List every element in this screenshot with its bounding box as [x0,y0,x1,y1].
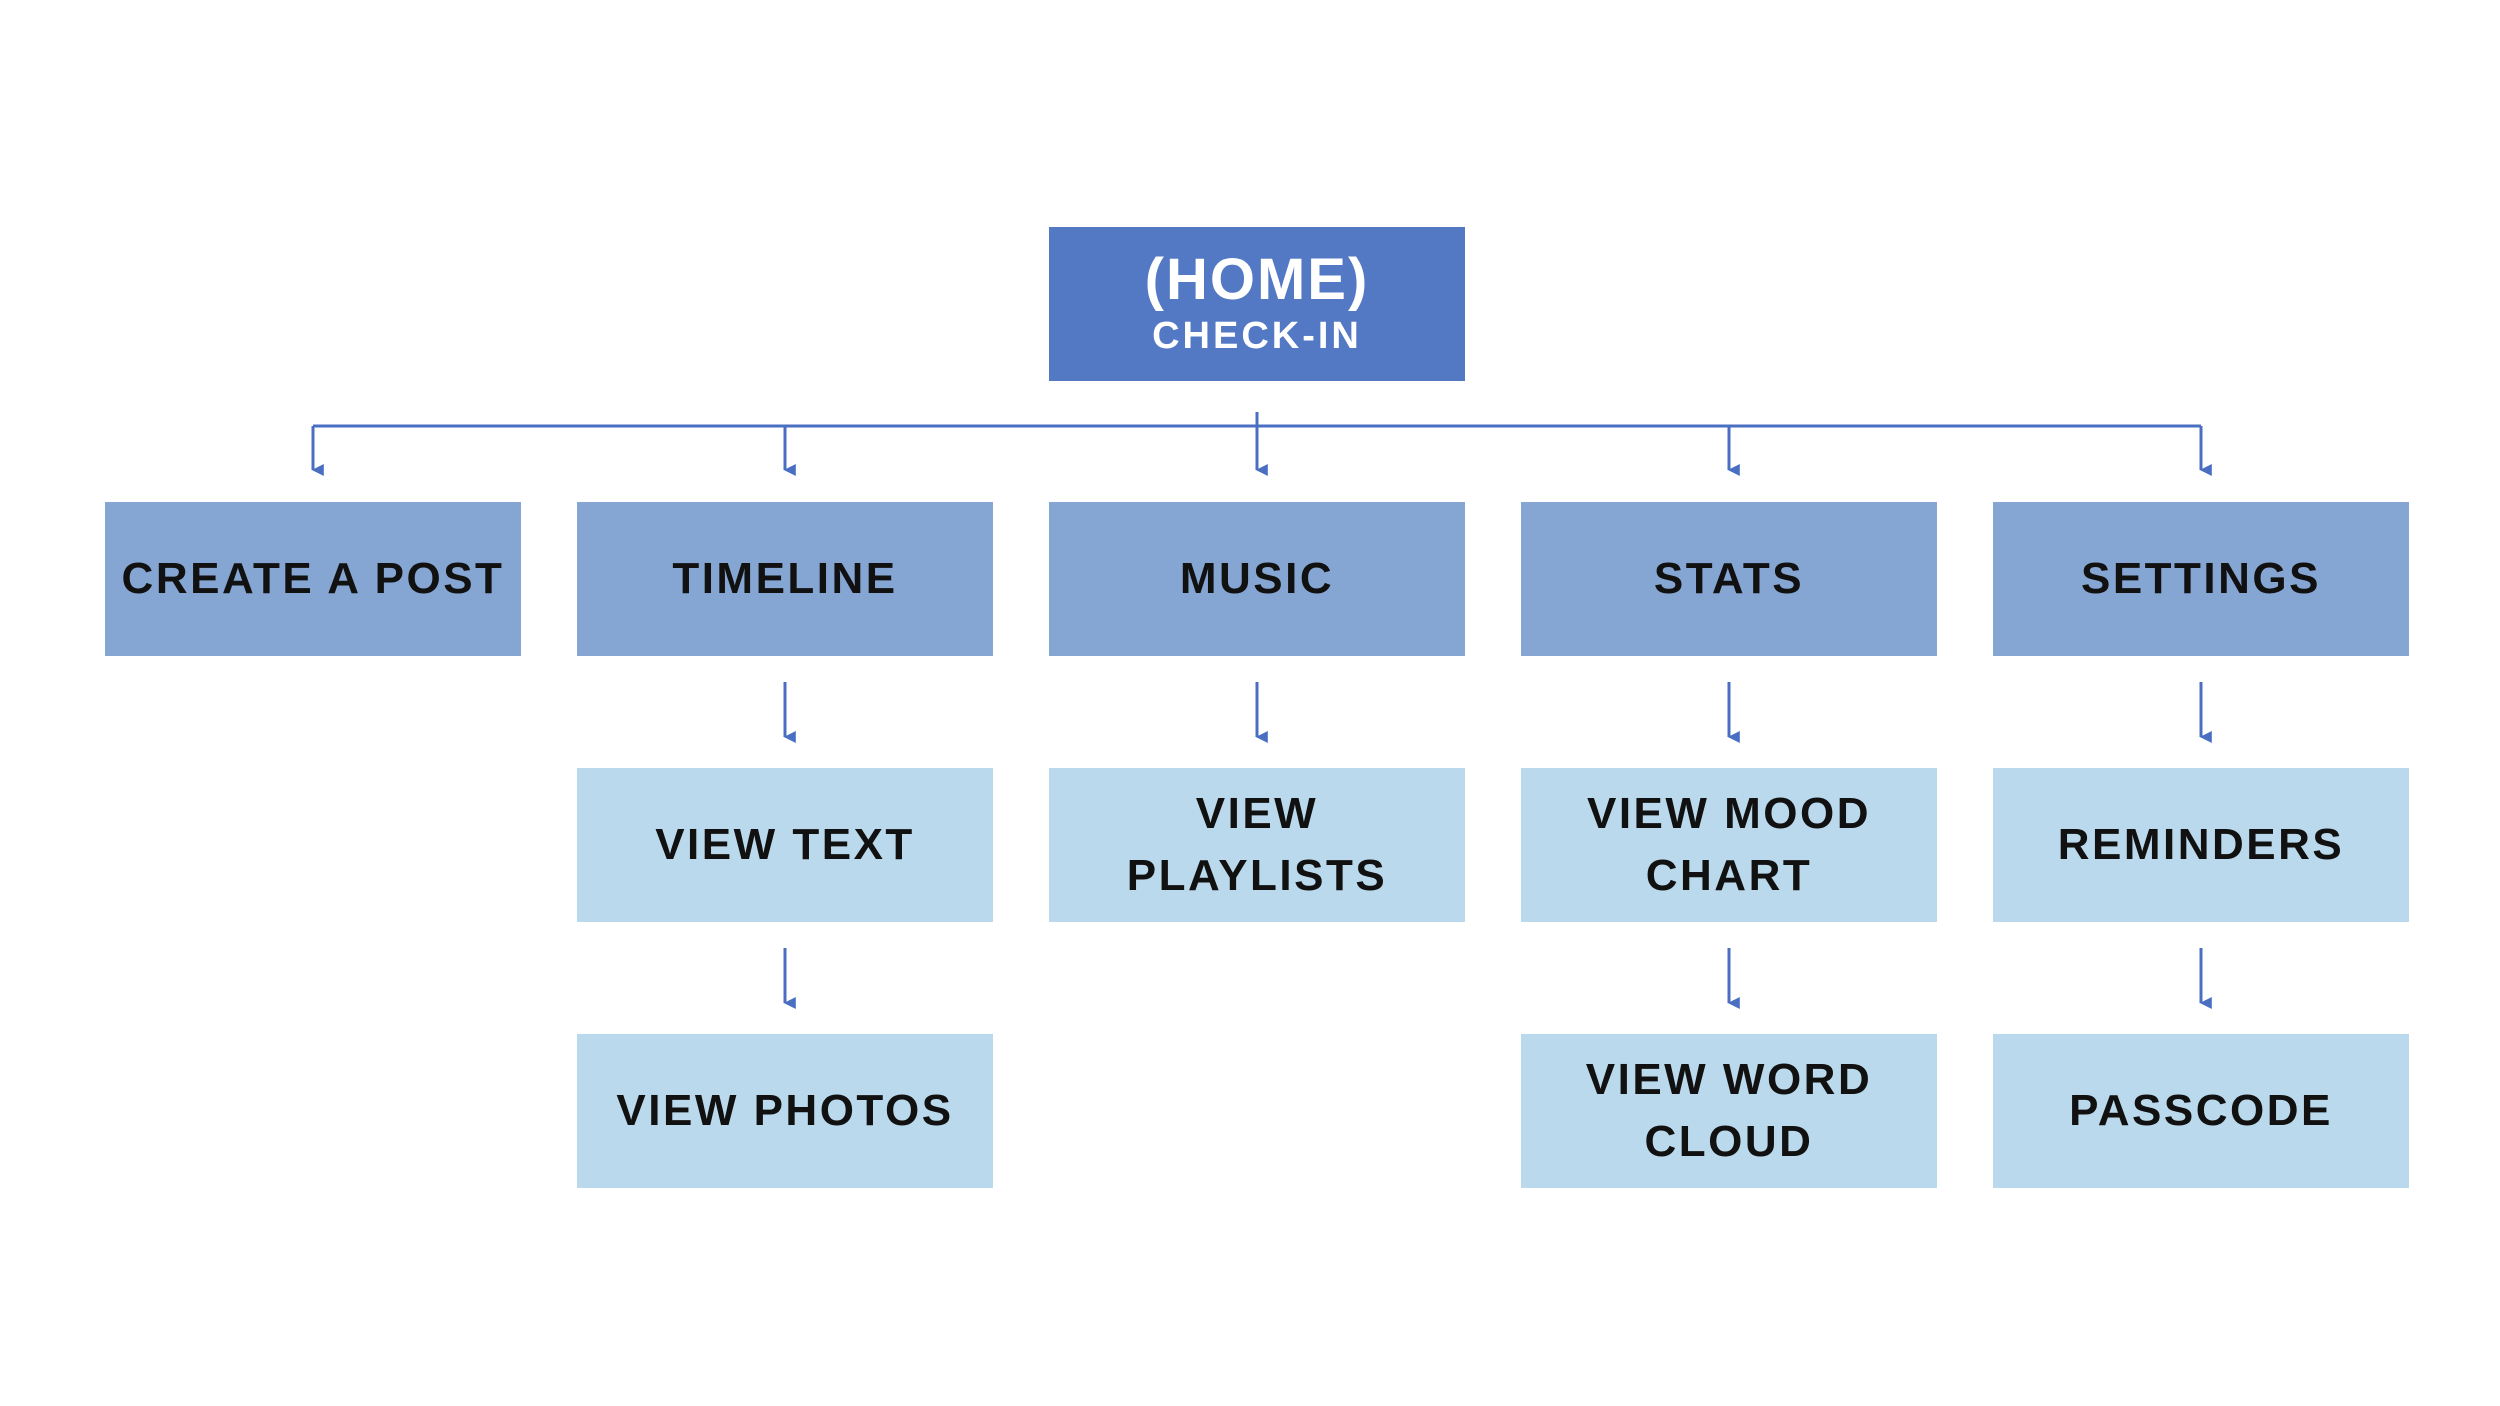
view-word-cloud-label: VIEW WORD CLOUD [1585,1055,1873,1166]
view-word-cloud-node: VIEW WORD CLOUD [1521,1034,1937,1188]
view-playlists-node: VIEW PLAYLISTS [1049,768,1465,922]
home-title: (HOME) [1144,247,1370,312]
create-a-post-label: CREATE A POST [121,554,505,603]
create-a-post-node: CREATE A POST [105,502,521,656]
view-photos-node: VIEW PHOTOS [577,1034,993,1188]
passcode-node: PASSCODE [1993,1034,2409,1188]
passcode-label: PASSCODE [2069,1086,2333,1135]
reminders-node: REMINDERS [1993,768,2409,922]
home-check-in-node: (HOME) CHECK-IN [1049,227,1465,381]
view-text-label: VIEW TEXT [655,820,915,869]
settings-label: SETTINGS [2080,554,2322,603]
reminders-label: REMINDERS [2057,820,2345,869]
view-mood-chart-node: VIEW MOOD CHART [1521,768,1937,922]
stats-node: STATS [1521,502,1937,656]
timeline-label: TIMELINE [672,554,898,603]
settings-node: SETTINGS [1993,502,2409,656]
view-playlists-label: VIEW PLAYLISTS [1126,789,1388,900]
stats-label: STATS [1653,554,1805,603]
home-subtitle: CHECK-IN [1152,315,1362,357]
timeline-node: TIMELINE [577,502,993,656]
music-label: MUSIC [1179,554,1335,603]
view-text-node: VIEW TEXT [577,768,993,922]
view-mood-chart-label: VIEW MOOD CHART [1586,789,1872,900]
view-photos-label: VIEW PHOTOS [616,1086,954,1135]
music-node: MUSIC [1049,502,1465,656]
